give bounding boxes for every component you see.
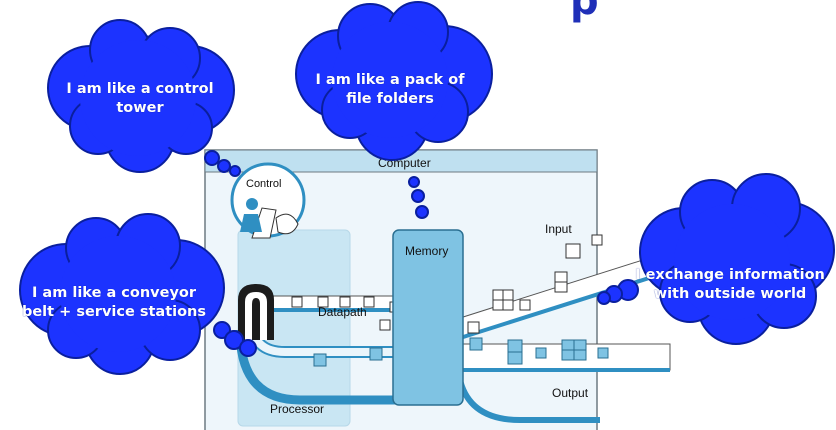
control-bubble [47, 19, 241, 177]
memory-bubble-line1: I am like a pack of [315, 72, 465, 88]
datapath-bubble-text: I am like a conveyor belt + service stat… [8, 284, 220, 322]
io-bubble-line1: I exchange information [635, 267, 825, 283]
slide-title-fragment: p [570, 0, 599, 24]
datapath-bubble-line1: I am like a conveyor [31, 285, 197, 301]
input-items [467, 234, 603, 334]
input-label: Input [545, 222, 572, 236]
io-bubble-line2: with outside world [653, 286, 807, 302]
memory-label: Memory [405, 244, 449, 258]
memory-bubble-text: I am like a pack of file folders [308, 71, 472, 109]
memory-bubble-line2: file folders [346, 91, 434, 107]
control-bubble-line2: tower [116, 100, 164, 116]
control-label: Control [246, 178, 282, 190]
memory-block [392, 229, 464, 406]
memory-bubble [295, 1, 493, 219]
datapath-bubble-line2: belt + service stations [21, 304, 207, 320]
output-label: Output [552, 386, 589, 400]
io-bubble [597, 173, 835, 345]
control-bubble-line1: I am like a control [66, 81, 214, 97]
processor-label: Processor [270, 402, 325, 416]
datapath-bubble [19, 213, 257, 375]
datapath-label: Datapath [318, 305, 367, 319]
control-bubble-text: I am like a control tower [60, 80, 220, 118]
io-bubble-text: I exchange information with outside worl… [624, 266, 836, 304]
